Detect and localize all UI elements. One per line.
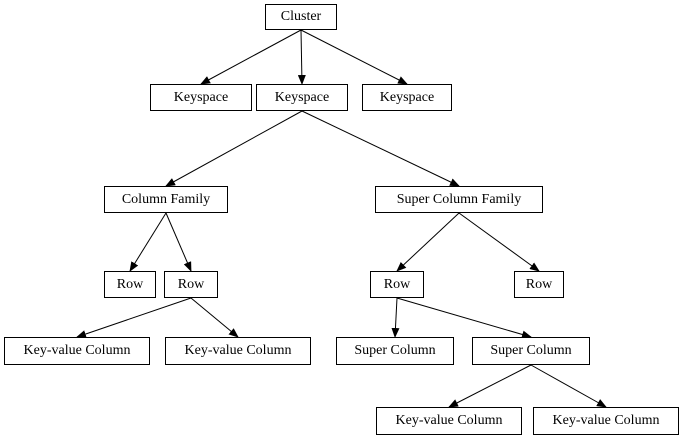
edge-super-column-family-to-scf-row-left <box>396 212 460 272</box>
node-keyspace-center: Keyspace <box>256 84 348 111</box>
edge-scf-row-left-to-super-column-1 <box>391 297 400 338</box>
node-cf-row-right: Row <box>164 271 218 298</box>
edge-cluster-to-keyspace-center <box>297 29 306 85</box>
node-scf-row-left: Row <box>370 271 424 298</box>
edge-super-column-family-to-scf-row-right <box>458 212 540 272</box>
node-cluster: Cluster <box>265 4 337 30</box>
node-super-column-1: Super Column <box>336 337 454 365</box>
node-super-column-family: Super Column Family <box>375 186 543 213</box>
edge-column-family-to-cf-row-left <box>129 212 167 272</box>
edge-column-family-to-cf-row-right <box>165 212 192 272</box>
edge-cluster-to-keyspace-right <box>300 29 408 85</box>
edge-scf-row-left-to-super-column-2 <box>396 297 532 339</box>
node-kv-column-2: Key-value Column <box>165 337 311 365</box>
edge-keyspace-center-to-super-column-family <box>301 110 460 187</box>
node-kv-column-3: Key-value Column <box>376 407 522 435</box>
edge-cf-row-right-to-kv-column-2 <box>190 297 239 338</box>
node-kv-column-4: Key-value Column <box>533 407 679 435</box>
edge-super-column-2-to-kv-column-3 <box>448 364 532 408</box>
node-cf-row-left: Row <box>104 271 156 298</box>
edge-super-column-2-to-kv-column-4 <box>530 364 607 408</box>
edge-keyspace-center-to-column-family <box>165 110 303 187</box>
node-column-family: Column Family <box>104 186 228 213</box>
edge-cf-row-right-to-kv-column-1 <box>76 297 192 338</box>
node-super-column-2: Super Column <box>472 337 590 365</box>
node-kv-column-1: Key-value Column <box>4 337 150 365</box>
node-keyspace-left: Keyspace <box>150 84 252 111</box>
node-keyspace-right: Keyspace <box>362 84 452 111</box>
node-scf-row-right: Row <box>514 271 564 298</box>
edge-cluster-to-keyspace-left <box>200 29 302 85</box>
